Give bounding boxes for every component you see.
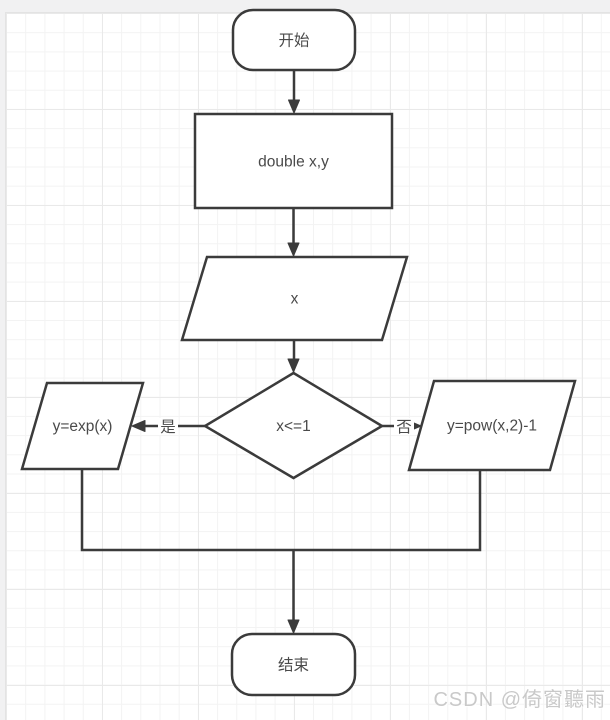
start-terminator-shape	[231, 8, 357, 72]
node-declare: double x,y	[193, 112, 394, 210]
no-label-background	[394, 418, 414, 435]
declare-process-shape	[193, 112, 394, 210]
arrowhead-down	[287, 619, 300, 634]
watermark: CSDN @倚窗聽雨	[433, 689, 606, 711]
decision-diamond-shape	[202, 371, 385, 480]
node-decision: x<=1	[202, 371, 385, 480]
declare-label: double x,y	[258, 154, 329, 171]
edge-decision-to-yes: 是	[131, 418, 205, 436]
yes-label-background	[158, 418, 178, 435]
edge-line	[80, 469, 294, 552]
edge-line	[293, 470, 482, 552]
yes-branch-label: y=exp(x)	[53, 418, 113, 435]
end-label: 结束	[278, 656, 309, 674]
edge-decision-to-no: 否	[382, 418, 422, 436]
arrowhead-down	[288, 99, 300, 114]
node-input-x: x	[180, 255, 409, 342]
yes-branch-data-shape	[20, 381, 145, 471]
input-label: x	[291, 291, 299, 308]
input-data-shape	[180, 255, 409, 342]
edge-input-to-decision	[287, 340, 300, 373]
arrowhead-down	[287, 242, 300, 257]
edge-label-yes: 是	[160, 419, 176, 436]
arrowhead-left	[131, 420, 146, 432]
edge-no-branch-to-end	[293, 470, 482, 552]
edge-yes-branch-to-end	[80, 469, 294, 552]
node-start: 开始	[231, 8, 357, 72]
edge-label-no: 否	[396, 419, 412, 436]
no-branch-data-shape	[407, 379, 577, 472]
edge-declare-to-input	[287, 208, 300, 257]
edge-merge-to-end	[287, 549, 300, 634]
node-end: 结束	[230, 632, 357, 697]
start-label: 开始	[278, 32, 310, 50]
decision-label: x<=1	[276, 418, 310, 435]
no-branch-label: y=pow(x,2)-1	[447, 418, 537, 435]
edge-start-to-declare	[288, 70, 300, 114]
end-terminator-shape	[230, 632, 357, 697]
node-yes-branch: y=exp(x)	[20, 381, 145, 471]
arrowhead-down	[287, 358, 300, 373]
node-no-branch: y=pow(x,2)-1	[407, 379, 577, 472]
